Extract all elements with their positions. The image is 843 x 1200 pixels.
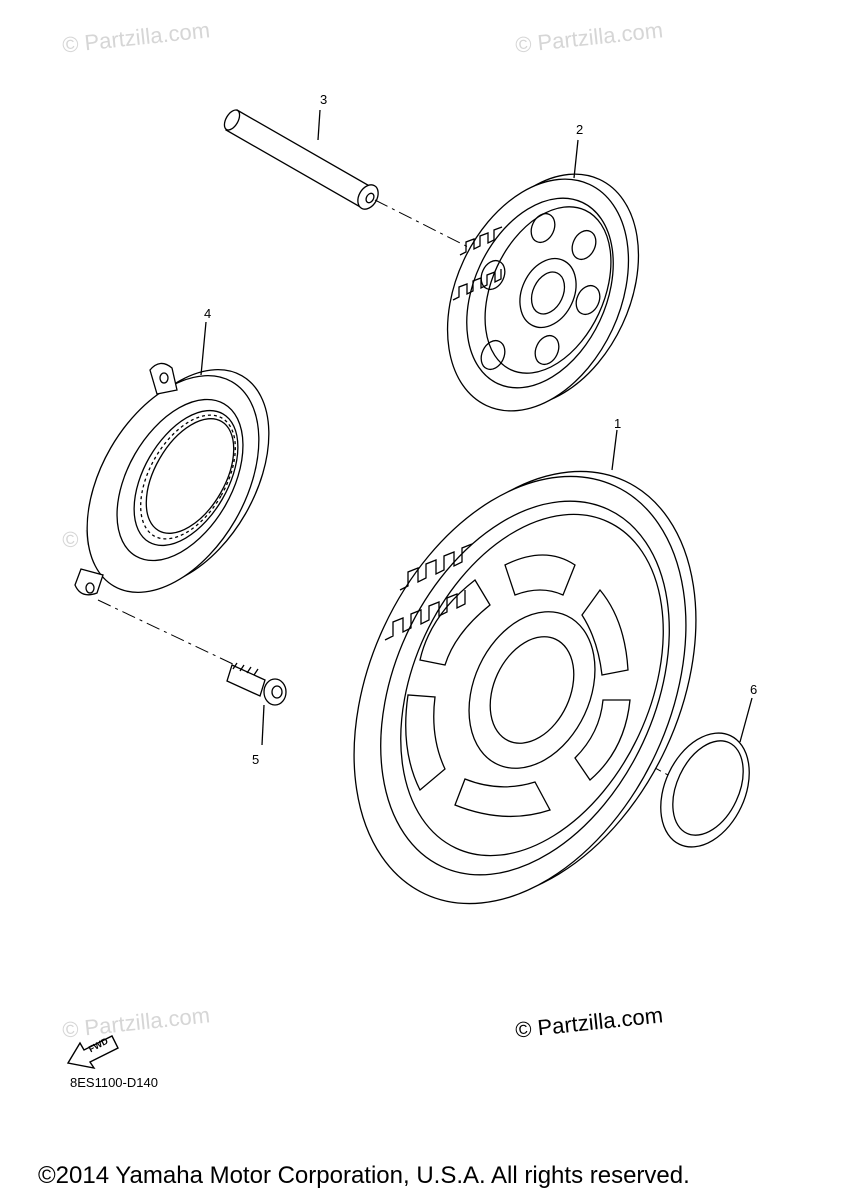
callout-3: 3: [320, 92, 328, 107]
callout-2: 2: [576, 122, 584, 137]
part-2-idle-gear: [446, 139, 640, 412]
callout-1: 1: [614, 416, 622, 431]
part-1-starter-wheel-gear: [353, 429, 697, 905]
callout-4: 4: [204, 306, 212, 321]
callout-5: 5: [252, 752, 260, 767]
part-6-washer: [660, 697, 753, 848]
part-4-clutch-housing: [74, 321, 270, 596]
diagram-code: 8ES1100-D140: [70, 1075, 158, 1090]
part-5-bolt: [226, 662, 287, 746]
callout-6: 6: [750, 682, 758, 697]
copyright-notice: ©2014 Yamaha Motor Corporation, U.S.A. A…: [38, 1162, 690, 1189]
fwd-arrow-icon: [66, 1035, 119, 1070]
part-3-shaft: [223, 109, 379, 210]
